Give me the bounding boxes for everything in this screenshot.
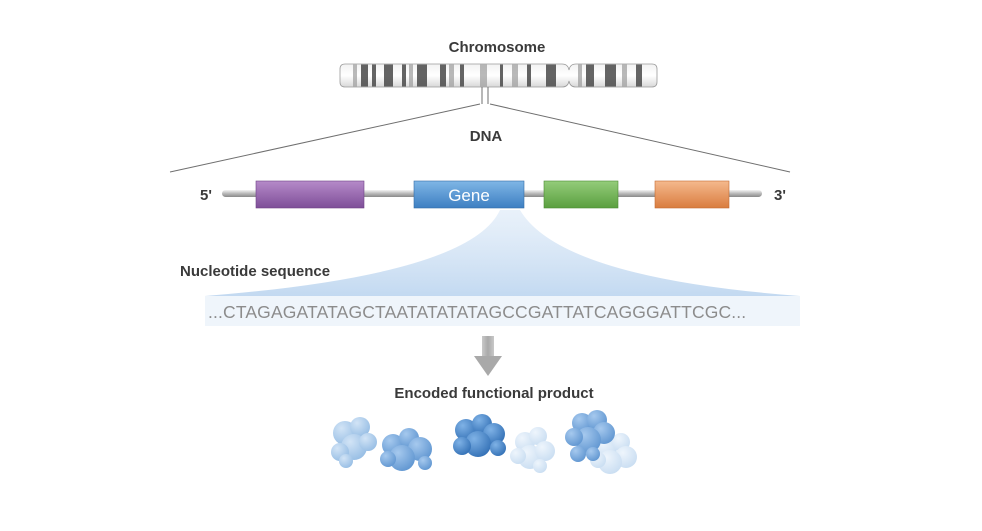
arrow-down-icon	[474, 336, 502, 376]
protein-icon	[510, 427, 555, 473]
protein-icon	[331, 417, 377, 468]
three-prime-label: 3'	[774, 187, 786, 204]
chromosome-zoom-lines	[169, 87, 791, 173]
chromosome-label: Chromosome	[449, 39, 546, 56]
protein-icon	[453, 414, 506, 457]
dna-segment-purple	[255, 180, 365, 209]
gene-expansion-fan	[205, 210, 800, 296]
gene-segment: Gene	[413, 180, 525, 209]
chromosome	[339, 63, 658, 88]
protein-icon	[565, 410, 615, 462]
encoded-product-label: Encoded functional product	[394, 385, 593, 402]
sequence-band	[205, 296, 800, 326]
dna-segment-green	[543, 180, 619, 209]
dna-segment-orange	[654, 180, 730, 209]
protein-icon	[380, 428, 432, 471]
nucleotide-sequence-label: Nucleotide sequence	[180, 263, 330, 280]
dna-label: DNA	[470, 128, 503, 145]
nucleotide-sequence: ...CTAGAGATATAGCTAATATATATAGCCGATTATCAGG…	[208, 302, 746, 322]
protein-icon	[590, 433, 637, 474]
five-prime-label: 5'	[200, 187, 212, 204]
gene-label: Gene	[448, 186, 490, 205]
